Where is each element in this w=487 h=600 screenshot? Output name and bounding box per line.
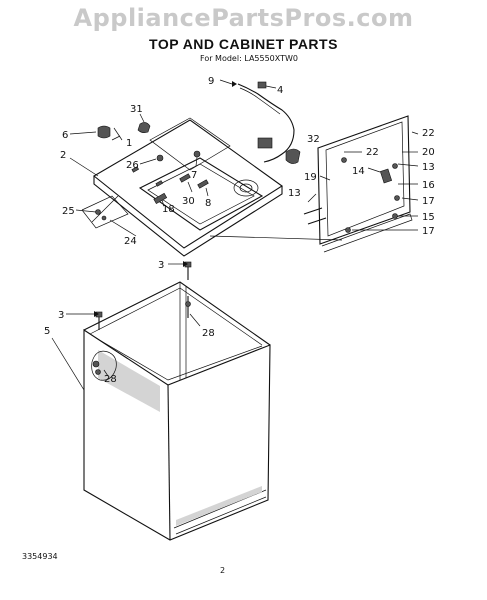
callout-9: 9 bbox=[208, 76, 214, 87]
page-title: TOP AND CABINET PARTS bbox=[149, 36, 338, 52]
wiring-harness bbox=[219, 79, 301, 164]
callout-labels: 9 4 31 32 6 1 2 26 7 22 22 20 13 14 19 1… bbox=[44, 76, 435, 385]
callout-31: 31 bbox=[130, 104, 143, 115]
callout-22-top: 22 bbox=[422, 128, 435, 139]
callout-14: 14 bbox=[352, 166, 365, 177]
screw-3-left bbox=[66, 311, 103, 330]
callout-7: 7 bbox=[191, 170, 197, 181]
callout-30: 30 bbox=[182, 196, 195, 207]
callout-17-upper: 17 bbox=[422, 196, 435, 207]
model-line: For Model: LA5550XTW0 bbox=[200, 54, 298, 63]
callout-2: 2 bbox=[60, 150, 66, 161]
callout-16: 16 bbox=[422, 180, 435, 191]
screw-3-right bbox=[168, 261, 192, 280]
leaders-right bbox=[307, 131, 419, 231]
leader-5 bbox=[51, 337, 85, 391]
clip-28-upper bbox=[185, 296, 201, 327]
callout-22-mid: 22 bbox=[366, 147, 379, 158]
callout-3-lower: 3 bbox=[58, 310, 64, 321]
callout-18: 18 bbox=[162, 204, 175, 215]
leader-28b bbox=[103, 369, 109, 377]
callout-3-upper: 3 bbox=[158, 260, 164, 271]
callout-28-upper: 28 bbox=[202, 328, 215, 339]
watermark-text: AppliancePartsPros.com bbox=[73, 4, 414, 32]
callout-28-lower: 28 bbox=[104, 374, 117, 385]
callout-19: 19 bbox=[304, 172, 317, 183]
callout-13-right: 13 bbox=[422, 162, 435, 173]
callout-6: 6 bbox=[62, 130, 68, 141]
callout-20: 20 bbox=[422, 147, 435, 158]
callout-26: 26 bbox=[126, 160, 139, 171]
callout-15: 15 bbox=[422, 212, 435, 223]
hinge-bracket bbox=[75, 195, 137, 237]
callout-32: 32 bbox=[307, 134, 320, 145]
top-panel bbox=[93, 117, 283, 257]
lid-assembly bbox=[209, 115, 413, 253]
callout-24: 24 bbox=[124, 236, 137, 247]
callout-5: 5 bbox=[44, 326, 50, 337]
callout-8: 8 bbox=[205, 198, 211, 209]
callout-17-lower: 17 bbox=[422, 226, 435, 237]
cabinet-assembly bbox=[83, 281, 271, 541]
callout-4: 4 bbox=[277, 85, 283, 96]
callout-25: 25 bbox=[62, 206, 75, 217]
footer-code: 3354934 bbox=[22, 552, 58, 561]
page-number: 2 bbox=[220, 566, 226, 575]
parts-top-small bbox=[69, 113, 209, 207]
callout-1: 1 bbox=[126, 138, 132, 149]
callout-13-left: 13 bbox=[288, 188, 301, 199]
